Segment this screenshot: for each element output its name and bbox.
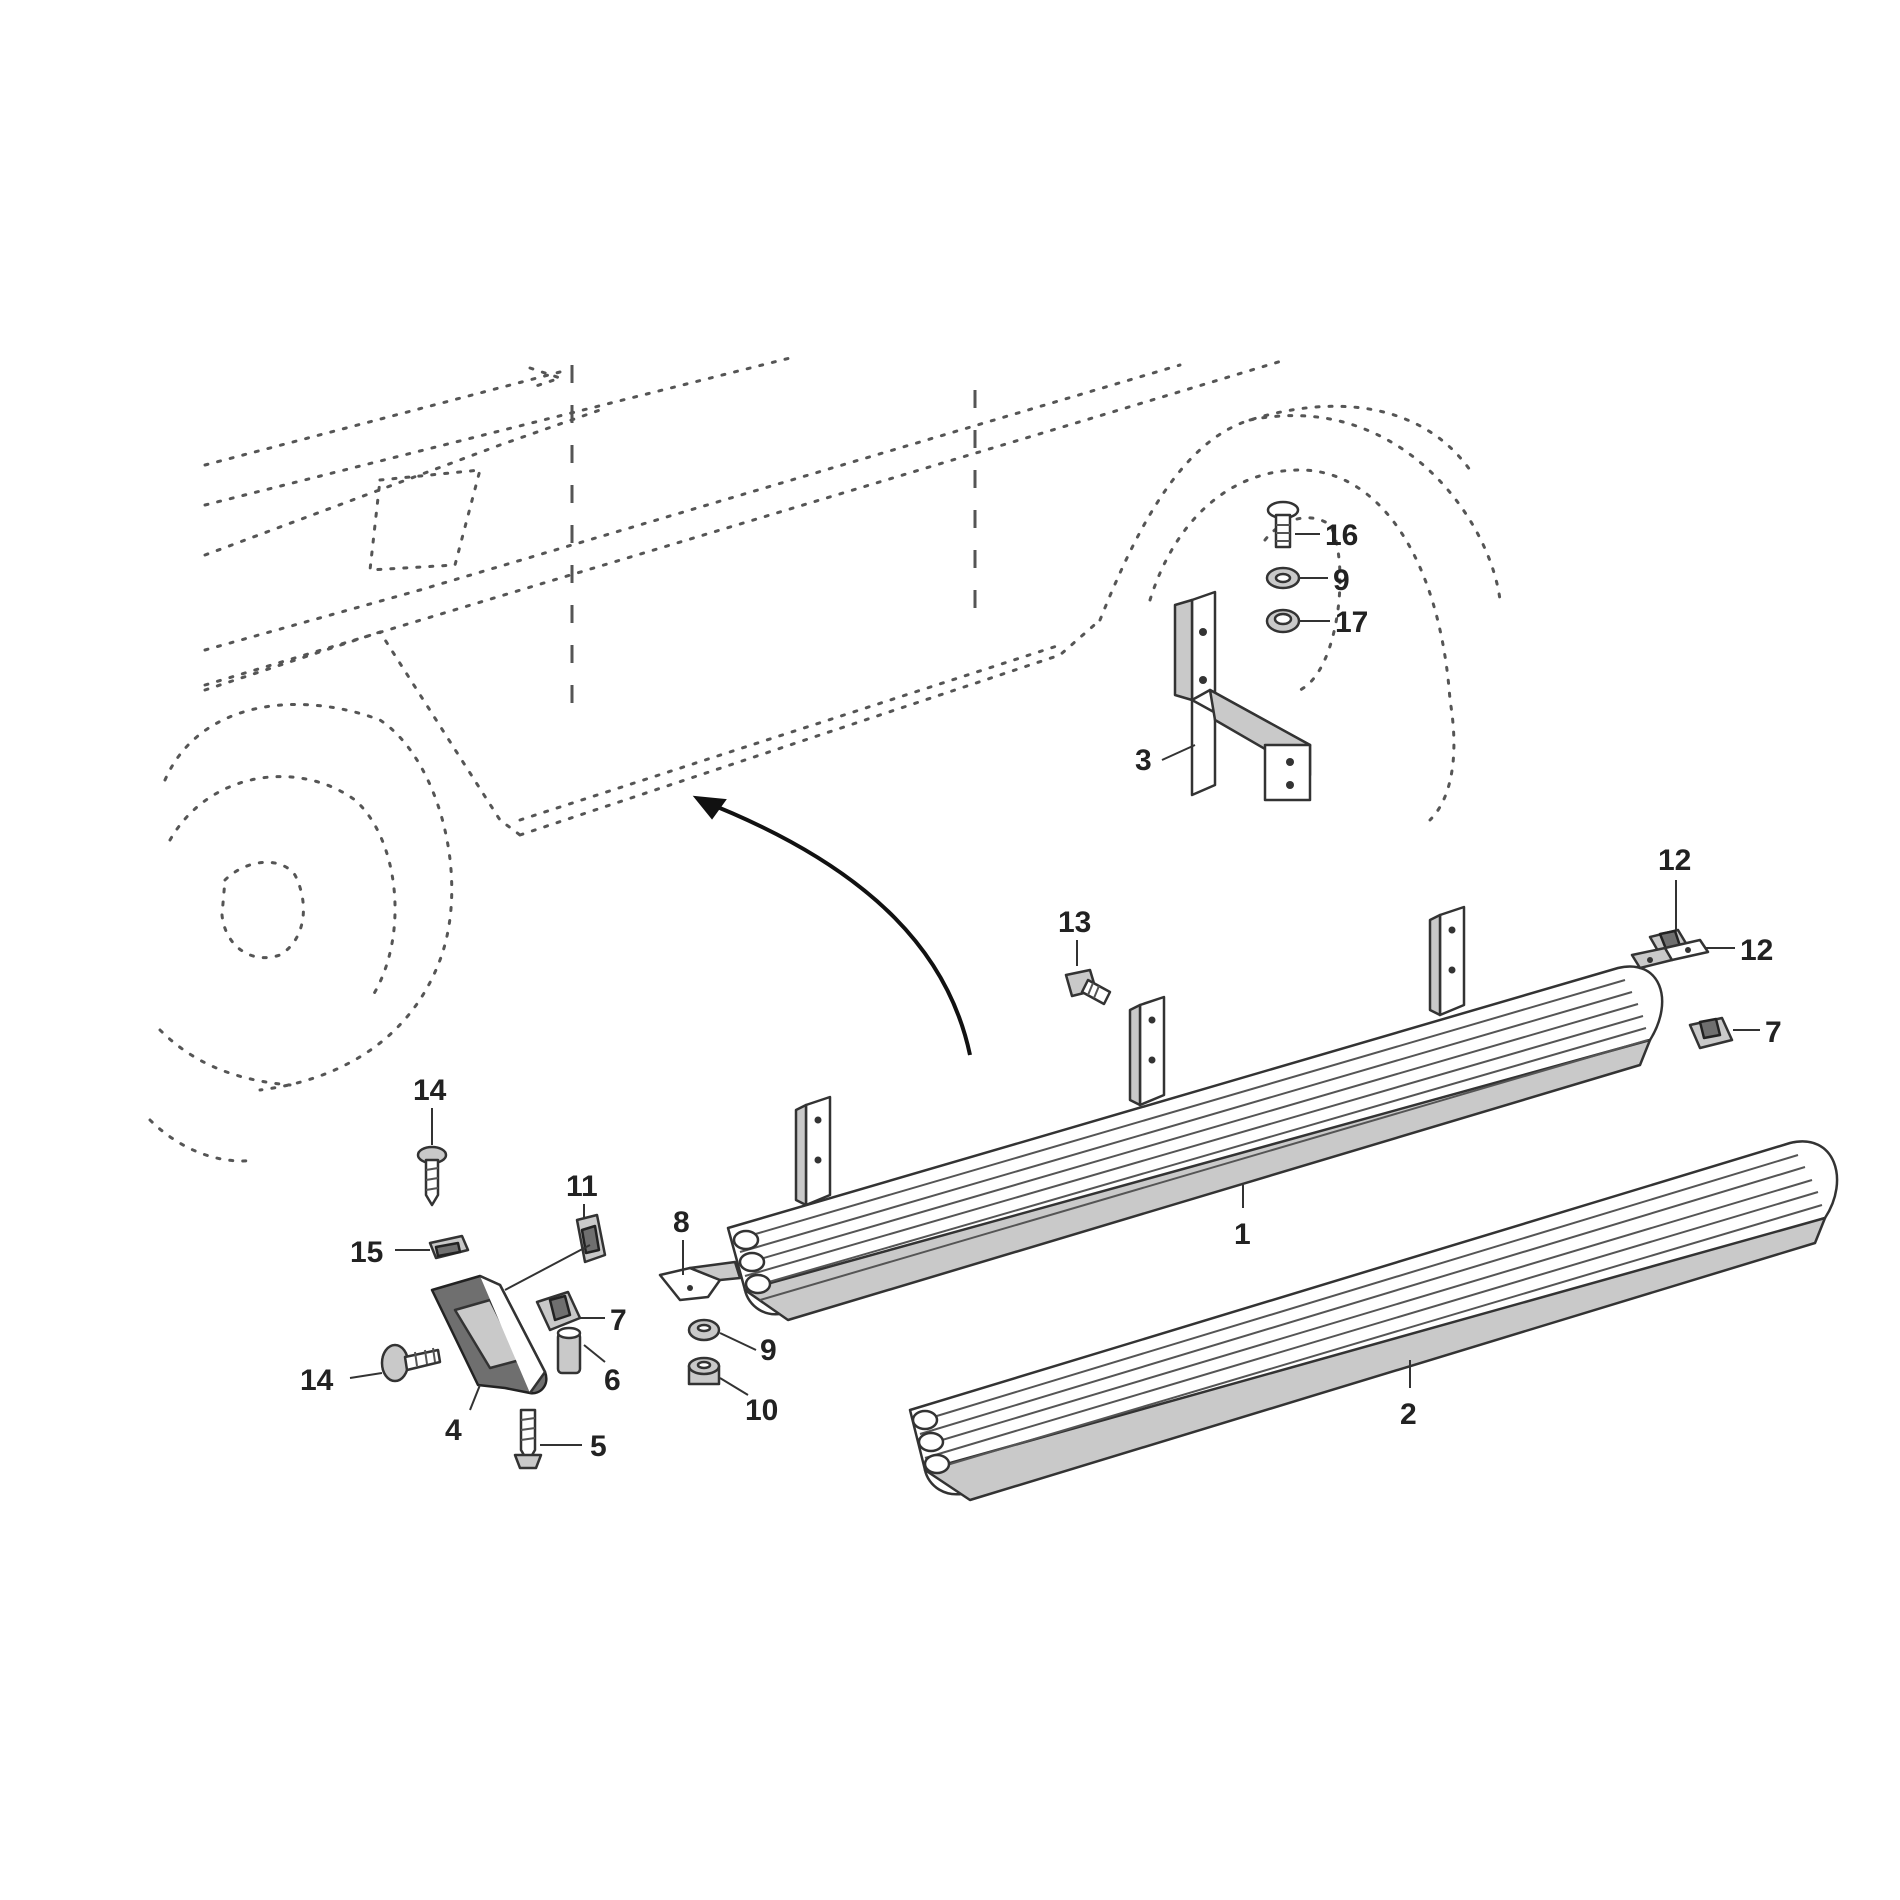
- callout-8: 8: [673, 1206, 690, 1239]
- screw-14-upper: [416, 1145, 448, 1207]
- callout-5: 5: [590, 1430, 607, 1463]
- callout-10: 10: [745, 1394, 778, 1427]
- running-board-1: [726, 905, 1664, 1322]
- bracket-8: [658, 1260, 742, 1302]
- callout-17: 17: [1335, 606, 1368, 639]
- nut-17: [1265, 608, 1301, 634]
- callout-16: 16: [1325, 519, 1358, 552]
- rear-mounting-bracket: [1173, 590, 1312, 802]
- clip-nut-11-left: [575, 1213, 607, 1264]
- callout-9-top: 9: [1333, 564, 1350, 597]
- clip-nut-7-left: [535, 1290, 582, 1332]
- washer-9-lower: [687, 1318, 721, 1342]
- clip-15: [428, 1234, 470, 1260]
- washer-9-top: [1265, 566, 1301, 590]
- bolt-13: [1064, 968, 1112, 1006]
- callout-3: 3: [1135, 744, 1152, 777]
- callout-4: 4: [445, 1414, 462, 1447]
- callout-7-right: 7: [1765, 1016, 1782, 1049]
- spacer-6: [556, 1326, 582, 1375]
- end-cap-4: [430, 1274, 548, 1395]
- callout-2: 2: [1400, 1398, 1417, 1431]
- callout-11-right: 12: [1658, 844, 1691, 877]
- callout-13: 13: [1058, 906, 1091, 939]
- callout-6: 6: [604, 1364, 621, 1397]
- install-arrow: [692, 795, 972, 1056]
- vehicle-outline: [148, 356, 1502, 1163]
- callout-1: 1: [1234, 1218, 1251, 1251]
- screw-5: [513, 1408, 543, 1470]
- bolt-14-lower: [380, 1343, 442, 1383]
- running-board-2: [908, 1140, 1839, 1502]
- clip-12: [1630, 938, 1710, 970]
- callout-14-lower: 14: [300, 1364, 334, 1397]
- nut-10: [687, 1356, 721, 1386]
- callout-labels: 16 9 17 3 1 2 13 12 12 7 14 15 11 7 6 14…: [300, 519, 1782, 1463]
- callout-7-left: 7: [610, 1304, 627, 1337]
- bolt-16: [1266, 500, 1300, 549]
- callout-15: 15: [350, 1236, 383, 1269]
- callout-12: 12: [1740, 934, 1773, 967]
- leader-lines: [349, 533, 1760, 1446]
- callout-9-lower: 9: [760, 1334, 777, 1367]
- callout-11-left: 11: [566, 1170, 598, 1203]
- callout-14-upper: 14: [413, 1074, 447, 1107]
- clip-nut-7-right: [1688, 1016, 1734, 1050]
